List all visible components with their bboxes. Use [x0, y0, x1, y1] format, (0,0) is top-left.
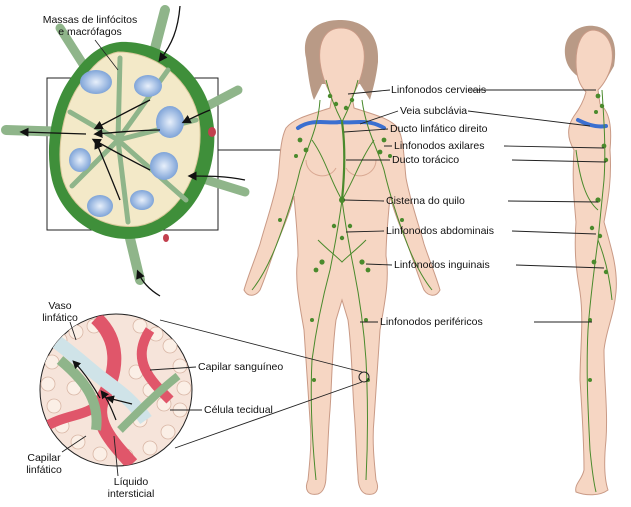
- front-subclavian-vein: [296, 119, 386, 130]
- front-zoom-circle: [358, 371, 370, 383]
- tissue-leader-lines: [61, 321, 202, 477]
- label-vaso-linfatico: Vaso linfático: [42, 300, 78, 324]
- lymph-node-illustration: [1, 5, 290, 297]
- leader-massas: [94, 39, 119, 71]
- lymph-capillary-tissue: [56, 356, 102, 431]
- lymph-flow-arrows: [19, 5, 246, 297]
- front-body-figure: [243, 20, 441, 495]
- label-celula-tecidual: Célula tecidual: [204, 404, 273, 416]
- front-lymph-network: [251, 79, 433, 481]
- label-liquido-intersticial: Líquido intersticial: [107, 476, 155, 500]
- tissue-flow-arrows: [72, 360, 133, 421]
- label-linfonodos-abdominais: Linfonodos abdominais: [386, 225, 494, 237]
- side-body-figure: [564, 25, 617, 496]
- label-veia-subclavia: Veia subclávia: [400, 105, 468, 117]
- lymph-vessel-tissue: [40, 324, 152, 425]
- label-linfonodos-axilares: Linfonodos axilares: [394, 140, 485, 152]
- zoom-line-top: [159, 319, 363, 373]
- label-ducto-linfatico-direito: Ducto linfático direito: [390, 123, 488, 135]
- label-leader-lines: [343, 89, 607, 323]
- side-lymph-nodes: [588, 93, 609, 382]
- label-linfonodos-cervicais: Linfonodos cervicais: [391, 84, 487, 96]
- label-cisterna-do-quilo: Cisterna do quilo: [386, 195, 465, 207]
- front-thoracic-duct: [340, 121, 346, 201]
- front-lymph-nodes: [278, 93, 404, 382]
- side-lymph-network: [575, 89, 613, 493]
- label-massas-linfocitos: Massas de linfócitos e macrófagos: [42, 14, 138, 38]
- germinal-centers: [69, 70, 184, 217]
- label-capilar-linfatico: Capilar linfático: [26, 452, 62, 476]
- label-linfonodos-inguinais: Linfonodos inguinais: [394, 259, 490, 271]
- zoom-line-bottom: [174, 381, 363, 449]
- label-linfonodos-perifericos: Linfonodos periféricos: [380, 316, 483, 328]
- label-capilar-sanguineo: Capilar sanguíneo: [198, 361, 284, 373]
- label-ducto-toracico: Ducto torácico: [392, 154, 460, 166]
- front-body-silhouette: [243, 27, 441, 495]
- magnified-tissue-illustration: [39, 313, 363, 477]
